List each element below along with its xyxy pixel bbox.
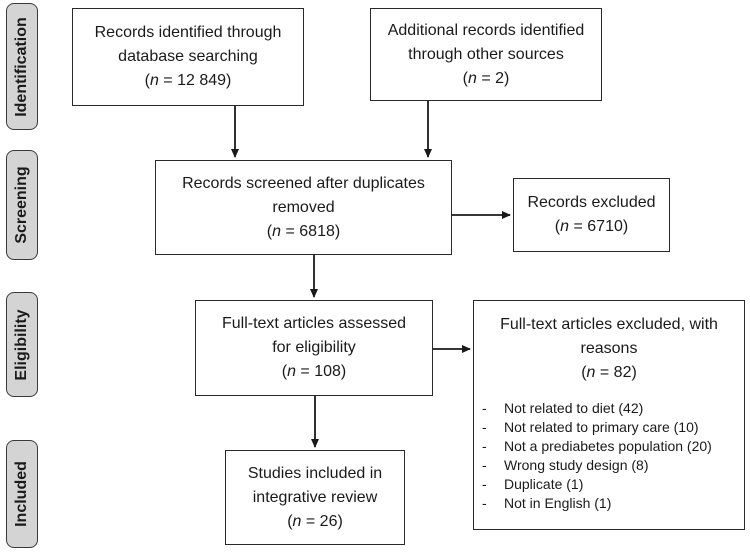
box-line: Additional records identified [387, 21, 585, 39]
list-item: -Not in English (1) [482, 495, 612, 511]
list-item: -Not related to diet (42) [482, 400, 644, 416]
box-line: Records excluded [527, 194, 656, 211]
box-records-excluded: Records excluded (n = 6710) [513, 178, 670, 252]
box-line: through other sources [408, 45, 564, 63]
count-label: (n = 82) [581, 364, 637, 381]
box-other-records: Additional records identified through ot… [370, 8, 602, 101]
count-label: (n = 6818) [266, 222, 341, 240]
phase-tab-eligibility: Eligibility [6, 292, 38, 397]
phase-tab-included: Included [6, 440, 38, 548]
box-line: Records identified through [94, 24, 282, 41]
box-studies-included: Studies included in integrative review (… [225, 450, 405, 545]
box-line: for eligibility [272, 339, 356, 356]
count-label: (n = 6710) [554, 218, 629, 235]
exclusion-reasons-list: -Not related to diet (42) -Not related t… [474, 399, 744, 513]
list-item: -Not related to primary care (10) [482, 419, 699, 435]
box-line: integrative review [252, 488, 378, 506]
box-line: Full-text articles assessed [221, 315, 407, 332]
list-item: -Duplicate (1) [482, 476, 584, 492]
list-item: -Wrong study design (8) [482, 457, 649, 473]
box-line: Full-text articles excluded, with [500, 316, 718, 333]
count-label: (n = 108) [281, 363, 347, 380]
box-line: reasons [580, 340, 638, 357]
phase-tab-screening: Screening [6, 150, 38, 260]
box-database-records: Records identified through database sear… [72, 8, 304, 106]
box-records-screened: Records screened after duplicates remove… [155, 160, 452, 255]
count-label: (n = 26) [287, 512, 343, 530]
count-label: (n = 12 849) [144, 72, 232, 89]
box-line: database searching [118, 48, 258, 65]
box-line: removed [272, 198, 335, 216]
box-fulltext-assessed: Full-text articles assessed for eligibil… [195, 300, 433, 396]
box-line: Studies included in [247, 464, 383, 482]
box-fulltext-excluded: Full-text articles excluded, with reason… [473, 300, 745, 530]
count-label: (n = 2) [462, 69, 510, 87]
box-line: Records screened after duplicates [182, 174, 425, 192]
phase-tab-identification: Identification [6, 3, 38, 130]
list-item: -Not a prediabetes population (20) [482, 438, 712, 454]
